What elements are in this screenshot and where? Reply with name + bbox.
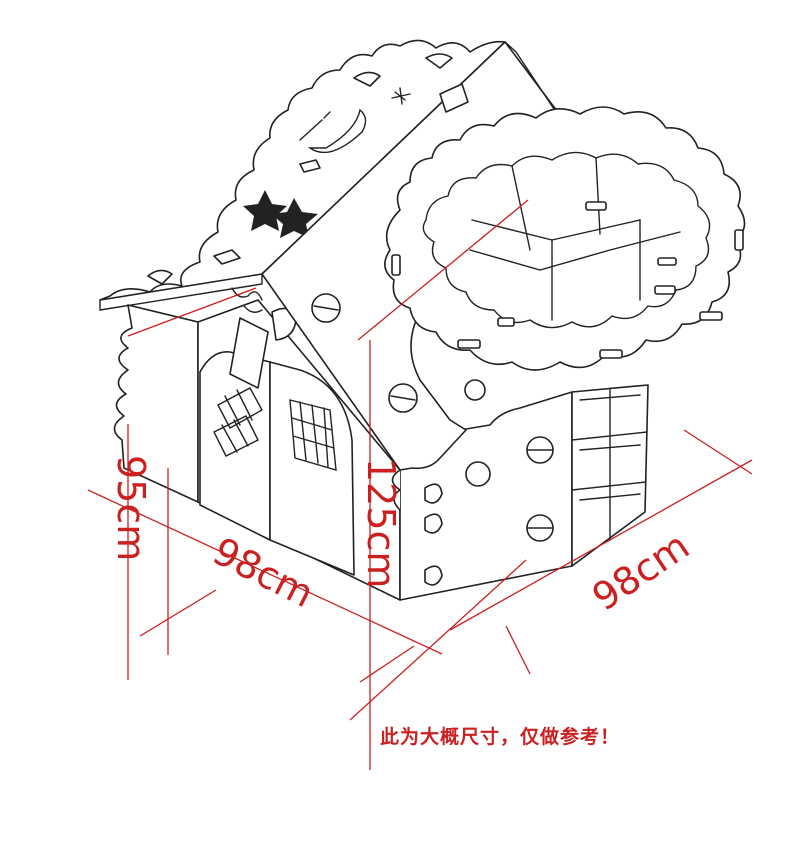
roof-bolt-2 <box>388 383 418 413</box>
depth-side-line <box>449 459 753 631</box>
right-door <box>269 361 355 576</box>
width-front-ext-left <box>139 589 217 637</box>
right-door-lattice-window <box>289 399 337 471</box>
height-left-label: 95cm <box>109 455 153 561</box>
height-left-ext <box>127 287 257 337</box>
height-center-ext <box>357 199 529 341</box>
dimension-lines <box>87 199 753 770</box>
shelf-unit <box>571 384 649 567</box>
star-cutout-left <box>243 190 287 231</box>
star-cutout-right <box>271 198 318 238</box>
moon-cutout <box>307 108 367 154</box>
roof-bolt-1 <box>311 293 341 323</box>
base-diagonal-line <box>349 559 527 721</box>
approximate-size-note: 此为大概尺寸，仅做参考！ <box>380 726 621 748</box>
left-roof <box>99 39 506 311</box>
height-center-label: 125cm <box>359 458 403 588</box>
left-door-lattice-window <box>213 387 263 457</box>
left-side-wall <box>113 304 199 503</box>
side-wall-decor <box>424 379 554 586</box>
door-latch <box>229 287 297 389</box>
depth-side-ext-left <box>505 625 531 675</box>
depth-side-ext-right <box>683 429 753 475</box>
width-front-ext-right <box>359 645 415 683</box>
cloud-railing-frame <box>384 106 746 371</box>
width-front-line <box>87 489 443 655</box>
